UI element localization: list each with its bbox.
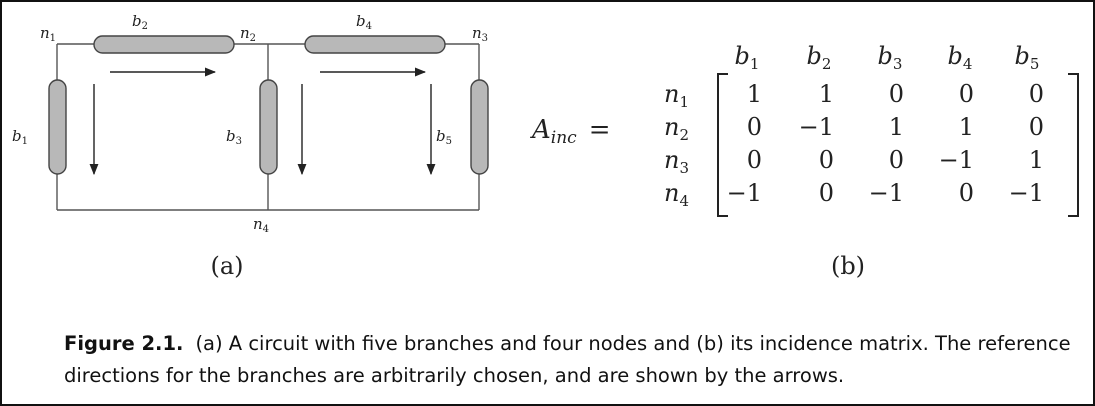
matrix-cell-n1-b4: 0: [959, 80, 974, 108]
branch-b1-resistor: [48, 79, 67, 175]
figure-graphics: n1 n2 n3 n4 b1 b2 b3 b4 b5 (a) Ainc= b1 …: [12, 12, 1079, 280]
branch-b4-resistor: [304, 35, 446, 54]
matrix-cell-n3-b3: 0: [889, 146, 904, 174]
incidence-matrix: Ainc= b1 b2 b3 b4 b5 n1 n2 n3 n4 1 1 0 0…: [530, 42, 1079, 280]
matrix-cell-n2-b1: 0: [747, 113, 762, 141]
matrix-col-header-b3: b3: [878, 42, 903, 73]
direction-arrows: [89, 67, 436, 176]
matrix-cell-n1-b5: 0: [1029, 80, 1044, 108]
matrix-col-header-b2: b2: [807, 42, 832, 73]
node-n4-label: n4: [253, 215, 269, 235]
matrix-symbol: Ainc=: [530, 115, 611, 148]
branch-b5-resistor: [470, 79, 489, 175]
branch-b3-resistor: [259, 79, 278, 175]
matrix-cell-n4-b4: 0: [959, 179, 974, 207]
matrix-cell-n2-b4: 1: [959, 113, 974, 141]
matrix-row-label-n3: n3: [664, 146, 689, 177]
matrix-cell-n1-b1: 1: [747, 80, 762, 108]
matrix-cell-n1-b3: 0: [889, 80, 904, 108]
matrix-col-header-b1: b1: [735, 42, 760, 73]
matrix-cell-n4-b2: 0: [819, 179, 834, 207]
branch-b4-label: b4: [356, 12, 372, 32]
matrix-cell-n3-b1: 0: [747, 146, 762, 174]
panel-label-a: (a): [210, 252, 243, 280]
matrix-cell-n4-b1: −1: [727, 179, 762, 207]
matrix-row-label-n2: n2: [664, 113, 689, 144]
caption-label: Figure 2.1.: [64, 332, 184, 355]
branch-b2-label: b2: [132, 12, 148, 32]
matrix-col-header-b4: b4: [948, 42, 973, 73]
figure-caption: Figure 2.1.(a) A circuit with five branc…: [64, 328, 1084, 392]
branch-b3-label: b3: [226, 127, 242, 147]
matrix-cell-n3-b4: −1: [939, 146, 974, 174]
matrix-col-header-b5: b5: [1015, 42, 1040, 73]
matrix-cell-n3-b2: 0: [819, 146, 834, 174]
circuit-diagram: n1 n2 n3 n4 b1 b2 b3 b4 b5 (a): [12, 12, 489, 280]
matrix-cell-n4-b3: −1: [869, 179, 904, 207]
caption-text: (a) A circuit with five branches and fou…: [64, 332, 1071, 387]
wires: [56, 43, 480, 211]
node-n1-label: n1: [40, 24, 56, 44]
branch-b1-label: b1: [12, 127, 28, 147]
matrix-cell-n4-b5: −1: [1009, 179, 1044, 207]
branch-b5-label: b5: [436, 127, 452, 147]
branch-b2-resistor: [93, 35, 235, 54]
matrix-right-bracket: [1068, 73, 1079, 217]
node-n2-label: n2: [240, 24, 256, 44]
panel-label-b: (b): [831, 252, 865, 280]
matrix-cell-n3-b5: 1: [1029, 146, 1044, 174]
matrix-row-label-n4: n4: [664, 179, 689, 210]
matrix-cell-n1-b2: 1: [819, 80, 834, 108]
matrix-cell-n2-b5: 0: [1029, 113, 1044, 141]
matrix-cell-n2-b2: −1: [799, 113, 834, 141]
matrix-left-bracket: [717, 73, 728, 217]
matrix-row-label-n1: n1: [664, 80, 689, 111]
node-n3-label: n3: [472, 24, 488, 44]
matrix-cell-n2-b3: 1: [889, 113, 904, 141]
